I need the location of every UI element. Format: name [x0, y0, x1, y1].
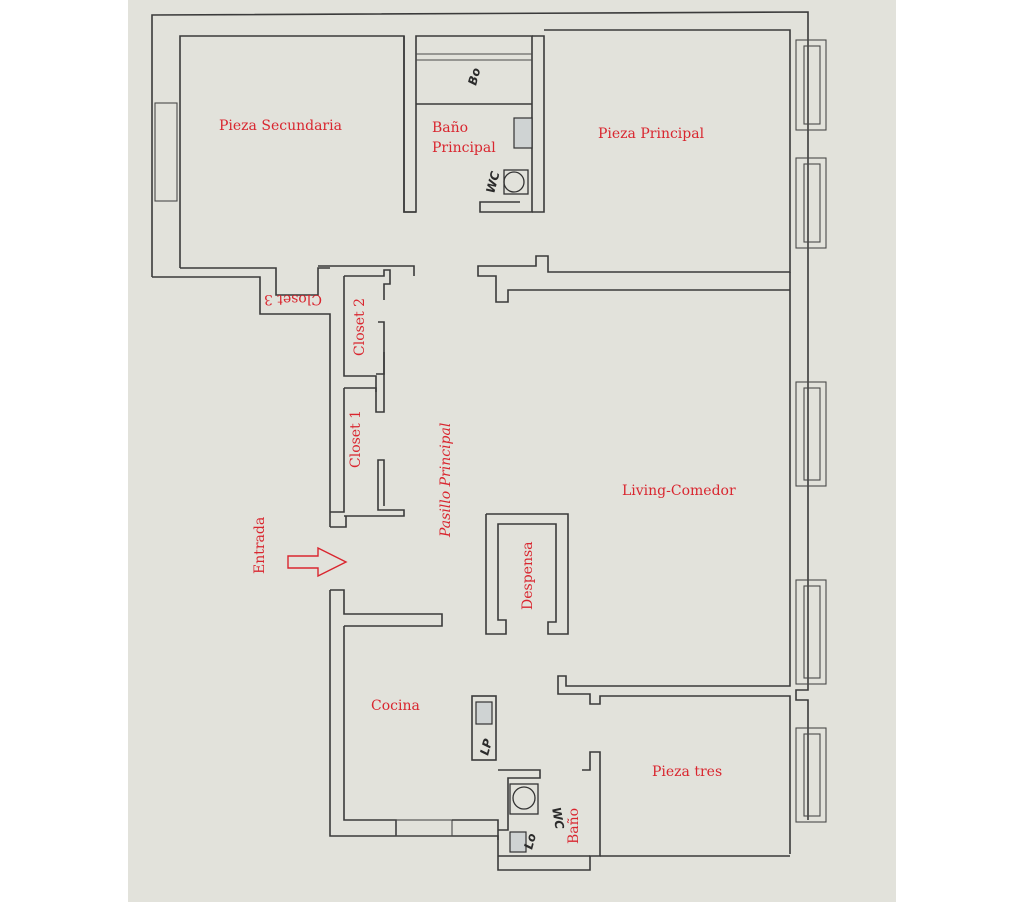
room-label-pasillo-principal: Pasillo Principal: [438, 423, 454, 538]
room-label-despensa: Despensa: [520, 542, 536, 611]
fixture-label-bodega: Bo: [465, 66, 483, 86]
room-label-pieza-principal: Pieza Principal: [598, 126, 705, 142]
toilet-main-bath: [503, 171, 525, 193]
room-label-entrada: Entrada: [252, 517, 268, 574]
fixtures: [475, 117, 539, 853]
room-label-closet-1: Closet 1: [348, 410, 364, 468]
fixture-label-lavaplatos: LP: [477, 737, 495, 757]
toilet-small-bath: [512, 786, 536, 810]
room-label-pieza-secundaria: Pieza Secundaria: [219, 118, 342, 134]
fixture-label-wc-small: WC: [549, 806, 567, 830]
window-kitchen: [395, 819, 453, 837]
kitchen-sink: [475, 701, 493, 725]
room-label-bano-principal-2: Principal: [432, 140, 496, 156]
room-label-living-comedor: Living-Comedor: [622, 483, 736, 499]
walls: [151, 11, 827, 871]
floor-plan-paper: [128, 0, 896, 902]
room-label-bano: Baño: [566, 808, 582, 844]
room-label-bano-principal-1: Baño: [432, 120, 468, 136]
fixture-label-wc-main: WC: [483, 170, 502, 195]
sink-small-bath: [509, 831, 527, 853]
sink-main-bath: [513, 117, 533, 149]
room-label-closet-3: Closet 3: [264, 291, 322, 307]
room-label-cocina: Cocina: [371, 698, 420, 714]
room-label-closet-2: Closet 2: [352, 298, 368, 356]
room-label-pieza-tres: Pieza tres: [652, 764, 722, 780]
fixture-label-lavamanos: Lo: [521, 832, 539, 851]
window-left: [154, 102, 178, 202]
windows-right: [795, 39, 827, 823]
arrow-right-icon: [287, 546, 348, 578]
